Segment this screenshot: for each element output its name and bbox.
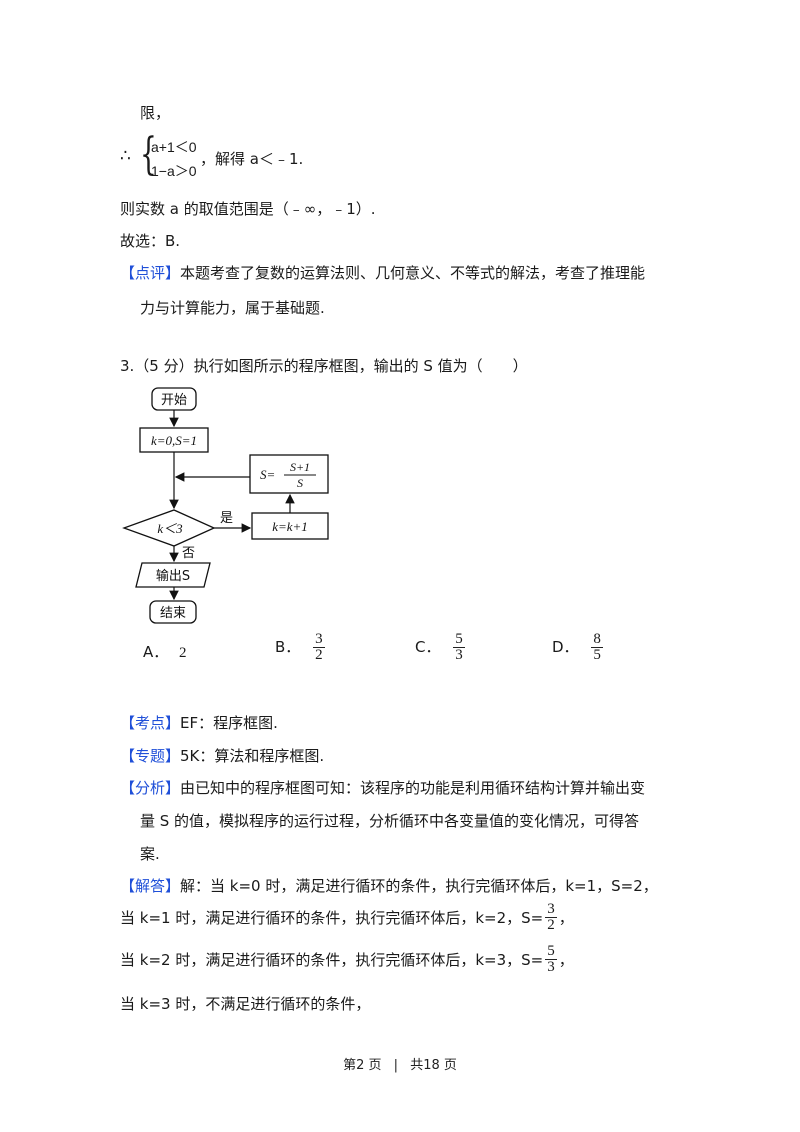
end-node <box>149 600 197 624</box>
kaodian-line: 【考点】EF：程序框图. <box>120 714 278 732</box>
update-s-den: S <box>297 476 303 490</box>
solve-text: ，解得 a＜﹣1. <box>200 150 304 168</box>
question-stem: 3.（5 分）执行如图所示的程序框图，输出的 S 值为（ ） <box>120 357 528 375</box>
inequality-1: a+1＜0 <box>151 139 197 155</box>
inequality-2: 1−a＞0 <box>151 163 197 179</box>
output-label: 输出S <box>156 568 190 584</box>
answer-choice: 故选：B. <box>120 232 181 250</box>
range-text: 则实数 a 的取值范围是（﹣∞，﹣1）. <box>120 200 376 218</box>
option-a: A． 2 <box>143 643 187 661</box>
update-s-left: S= <box>260 467 275 482</box>
jieda-line-1: 【解答】解：当 k=0 时，满足进行循环的条件，执行完循环体后，k=1，S=2， <box>120 877 658 895</box>
output-node <box>135 562 211 588</box>
zhuanti-line: 【专题】5K：算法和程序框图. <box>120 747 325 765</box>
text-line: 限， <box>140 104 171 122</box>
init-node <box>139 427 209 453</box>
update-s-num: S+1 <box>290 460 310 474</box>
condition-label: k＜3 <box>157 521 183 536</box>
page-total: 共18 页 <box>410 1058 457 1073</box>
increment-node <box>251 512 329 540</box>
increment-label: k=k+1 <box>272 519 308 534</box>
flowchart: 开始 k=0,S=1 S= S+1 S k＜3 是 k=k+1 否 输出S 结束 <box>122 387 329 624</box>
fenxi-line-2: 量 S 的值，模拟程序的运行过程，分析循环中各变量值的变化情况，可得答 <box>140 812 640 830</box>
comment-line-2: 力与计算能力，属于基础题. <box>140 299 325 317</box>
init-label: k=0,S=1 <box>151 433 197 448</box>
end-label: 结束 <box>160 606 186 621</box>
comment-tag: 【点评】 <box>120 264 181 282</box>
therefore-symbol: ∴ <box>120 146 131 166</box>
page-number: 第2 页 <box>343 1058 382 1073</box>
page-footer: 第2 页 | 共18 页 <box>0 1054 800 1073</box>
no-label: 否 <box>182 546 195 561</box>
start-label: 开始 <box>161 393 187 408</box>
fenxi-line-1: 【分析】由已知中的程序框图可知：该程序的功能是利用循环结构计算并输出变 <box>120 779 646 797</box>
comment-line-1: 【点评】本题考查了复数的运算法则、几何意义、不等式的解法，考查了推理能 <box>120 264 646 282</box>
fenxi-line-3: 案. <box>140 845 160 863</box>
inequality-system: { a+1＜0 1−a＞0 <box>140 129 197 180</box>
update-s-node <box>249 454 329 494</box>
yes-label: 是 <box>220 511 233 526</box>
jieda-line-4: 当 k=3 时，不满足进行循环的条件， <box>120 995 371 1013</box>
footer-separator: | <box>393 1058 399 1073</box>
